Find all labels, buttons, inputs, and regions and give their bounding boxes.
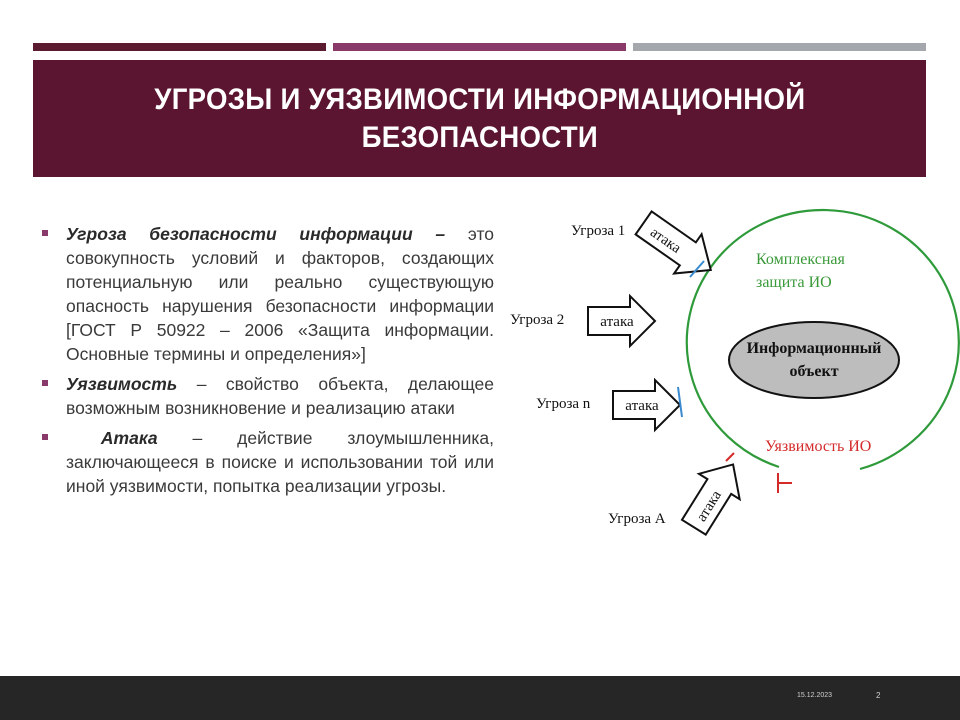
title-band: УГРОЗЫ И УЯЗВИМОСТИ ИНФОРМАЦИОННОЙ БЕЗОП… <box>33 60 926 177</box>
term-threat: Угроза безопасности информации – <box>66 224 446 244</box>
page-number: 2 <box>876 691 881 700</box>
threat-diagram: Комплексная защита ИО Информационный объ… <box>510 208 960 537</box>
threat-2-label: Угроза 2 <box>510 312 564 328</box>
protection-label-line-2: защита ИО <box>756 274 832 291</box>
slide-title-line-1: УГРОЗЫ И УЯЗВИМОСТИ ИНФОРМАЦИОННОЙ <box>153 82 806 116</box>
attack-arrow-2: атака <box>587 293 657 349</box>
attack-arrow-1: атака <box>634 210 713 275</box>
information-object-line-2: объект <box>789 363 838 380</box>
definition-vulnerability: – свойство объекта, делающее возможным в… <box>66 374 494 418</box>
top-stripe-gray <box>633 43 926 51</box>
arrow-icon <box>680 463 742 537</box>
definitions-list: Угроза безопасности информации – это сов… <box>42 222 494 504</box>
slide-footer: 15.12.2023 2 <box>0 676 960 720</box>
top-stripe-plum <box>333 43 626 51</box>
information-object-ellipse <box>728 321 900 399</box>
bullet-threat: Угроза безопасности информации – это сов… <box>42 222 494 366</box>
deflect-mark-n <box>677 386 683 418</box>
threat-1-label: Угроза 1 <box>571 223 625 239</box>
definition-attack: – действие злоумышленника, заключающееся… <box>66 428 494 496</box>
protection-circle <box>685 208 960 471</box>
protection-label-line-1: Комплексная <box>756 251 845 268</box>
bullet-vulnerability: Уязвимость – свойство объекта, делающее … <box>42 372 494 420</box>
attack-label-n: атака <box>625 398 659 414</box>
arrow-icon <box>612 377 682 433</box>
threat-n-label: Угроза n <box>536 396 591 412</box>
definition-threat: это совокупность условий и факторов, соз… <box>66 224 494 364</box>
information-object-line-1: Информационный <box>747 340 882 357</box>
footer-date: 15.12.2023 <box>797 692 833 699</box>
term-vulnerability: Уязвимость <box>66 374 178 394</box>
deflect-mark-1 <box>689 260 705 278</box>
bullet-square-icon <box>42 434 48 440</box>
threat-a-label: Угроза А <box>608 511 666 527</box>
bullet-square-icon <box>42 380 48 386</box>
vulnerability-label: Уязвимость ИО <box>765 438 871 455</box>
slide-title-line-2: БЕЗОПАСНОСТИ <box>361 120 598 154</box>
arrow-icon <box>634 210 713 275</box>
bullet-attack: Атака – действие злоумышленника, заключа… <box>42 426 494 498</box>
term-attack: Атака <box>100 428 158 448</box>
attack-arrow-n: атака <box>612 377 682 433</box>
arrow-icon <box>587 293 657 349</box>
bullet-square-icon <box>42 230 48 236</box>
slide-title: УГРОЗЫ И УЯЗВИМОСТИ ИНФОРМАЦИОННОЙ БЕЗОП… <box>154 81 805 157</box>
top-stripe-maroon <box>33 43 326 51</box>
vulnerability-mark-left <box>725 452 735 462</box>
attack-arrow-a: атака <box>680 463 742 537</box>
attack-label-2: атака <box>600 314 634 330</box>
